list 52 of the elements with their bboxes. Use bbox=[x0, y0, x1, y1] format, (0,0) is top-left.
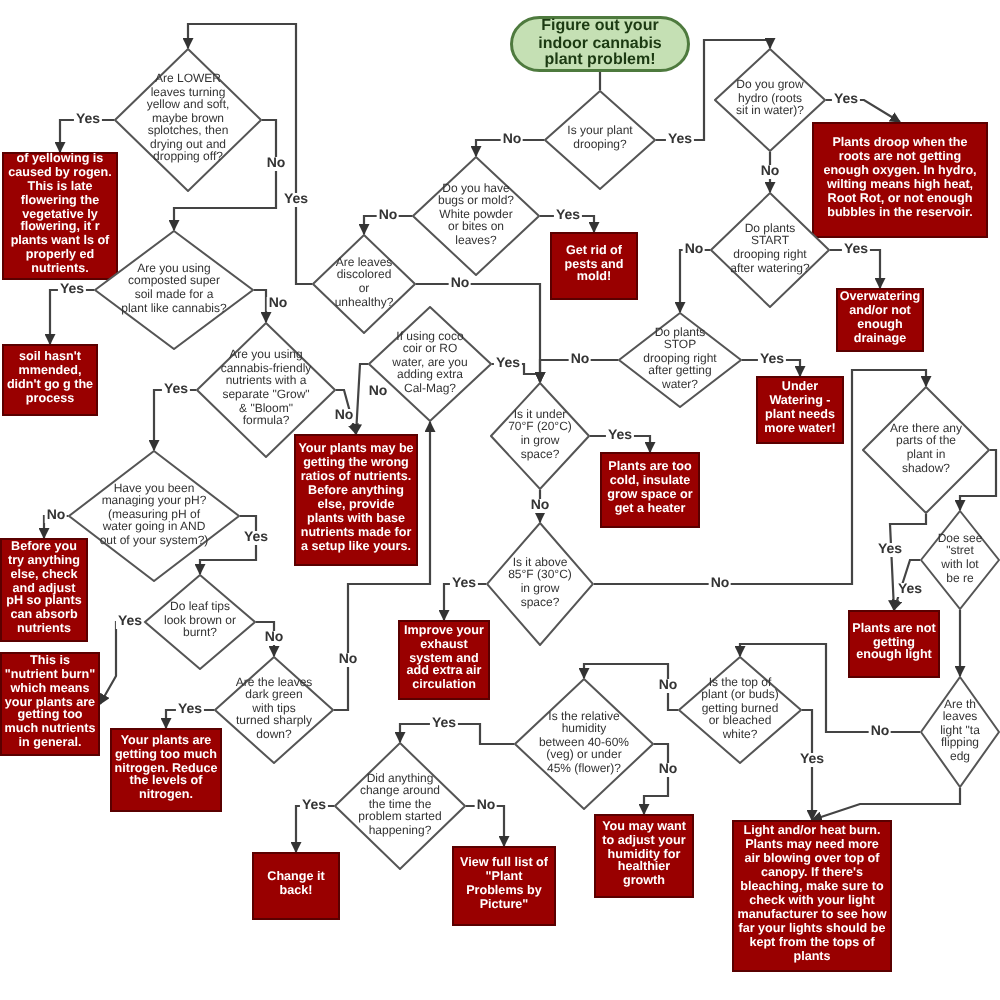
decision-diamond bbox=[710, 192, 830, 308]
arrow bbox=[256, 620, 280, 658]
arrow bbox=[830, 248, 886, 290]
arrow bbox=[764, 152, 776, 194]
arrow bbox=[888, 514, 928, 612]
decision-diamond bbox=[618, 312, 742, 408]
result-box bbox=[812, 122, 988, 238]
result-box bbox=[848, 610, 940, 678]
arrow bbox=[802, 708, 818, 822]
arrow bbox=[810, 788, 962, 823]
arrow bbox=[290, 804, 334, 854]
decision-diamond bbox=[312, 234, 416, 334]
decision-diamond bbox=[486, 522, 594, 646]
decision-diamond bbox=[412, 156, 540, 276]
decision-diamond bbox=[214, 656, 334, 764]
decision-diamond bbox=[920, 676, 1000, 788]
arrow bbox=[954, 610, 966, 678]
arrow bbox=[194, 514, 258, 576]
arrow bbox=[351, 362, 368, 436]
arrow bbox=[656, 38, 776, 142]
decision-diamond bbox=[144, 574, 256, 670]
arrow bbox=[54, 118, 114, 154]
result-box bbox=[252, 852, 340, 920]
decision-diamond bbox=[544, 90, 656, 190]
decision-diamond bbox=[920, 510, 1000, 610]
connector-line bbox=[598, 72, 602, 90]
decision-diamond bbox=[114, 48, 262, 192]
title-text: Figure out your indoor cannabis plant problem! bbox=[536, 17, 664, 71]
arrow bbox=[734, 642, 920, 734]
arrow bbox=[594, 368, 932, 586]
arrow bbox=[168, 118, 278, 232]
arrow bbox=[394, 722, 514, 746]
result-box bbox=[600, 452, 700, 528]
arrow bbox=[638, 742, 670, 816]
arrow bbox=[334, 420, 436, 712]
decision-diamond bbox=[514, 678, 654, 810]
start-terminal bbox=[510, 16, 690, 72]
arrow bbox=[578, 662, 678, 712]
arrow bbox=[954, 448, 998, 512]
arrow bbox=[891, 558, 920, 612]
decision-diamond bbox=[94, 230, 254, 350]
arrow bbox=[182, 22, 312, 286]
decision-diamond bbox=[714, 48, 826, 152]
decision-diamond bbox=[678, 656, 802, 764]
result-box bbox=[452, 846, 556, 926]
arrow bbox=[534, 490, 546, 524]
decision-diamond bbox=[368, 306, 492, 422]
decision-diamond bbox=[490, 382, 590, 490]
arrow bbox=[44, 288, 94, 346]
result-box bbox=[550, 232, 638, 300]
arrow bbox=[254, 288, 272, 324]
arrow bbox=[148, 388, 196, 452]
